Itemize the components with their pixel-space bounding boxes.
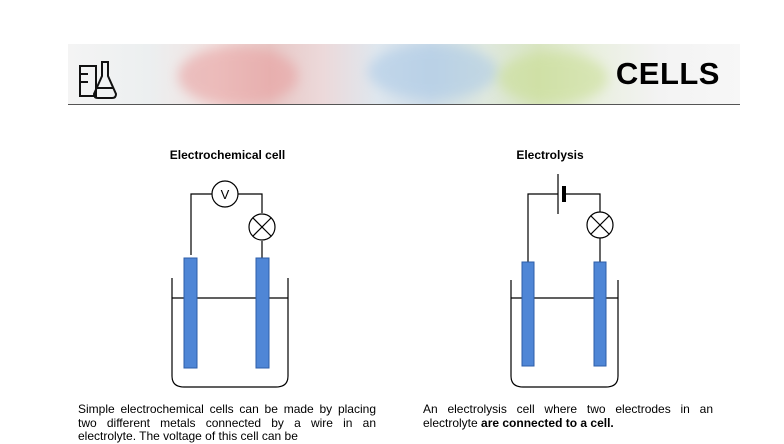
beaker <box>171 278 289 388</box>
page-title: CELLS <box>615 56 720 91</box>
electrode-left <box>183 257 198 369</box>
beaker <box>510 280 619 388</box>
right-description-emphasis: are connected to a cell. <box>481 415 614 430</box>
banner-decoration <box>178 46 298 104</box>
electrolysis-cell-diagram <box>510 174 619 388</box>
bulb-icon <box>586 211 614 239</box>
header-banner: CELLS <box>68 44 740 105</box>
voltmeter-icon <box>211 180 239 208</box>
electrochemical-cell-diagram: V <box>171 180 289 388</box>
bulb-icon <box>248 213 276 241</box>
circuit-wire <box>527 193 558 262</box>
left-description: Simple electrochemical cells can be made… <box>78 402 376 443</box>
circuit-wire <box>238 193 263 213</box>
electrode-right <box>593 261 607 367</box>
right-description-text: An electrolysis cell where two electrode… <box>423 402 713 430</box>
circuit-wire <box>566 193 601 212</box>
right-description: An electrolysis cell where two electrode… <box>423 402 713 430</box>
right-caption: Electrolysis <box>516 148 584 162</box>
banner-decoration <box>368 44 498 99</box>
left-caption: Electrochemical cell <box>169 148 286 162</box>
electrode-right <box>255 257 270 369</box>
circuit-wire <box>190 193 212 255</box>
electrode-left <box>521 261 535 367</box>
banner-decoration <box>498 52 608 104</box>
lab-glassware-icon <box>79 61 118 99</box>
battery-icon <box>557 174 566 214</box>
voltmeter-label: V <box>221 187 230 202</box>
